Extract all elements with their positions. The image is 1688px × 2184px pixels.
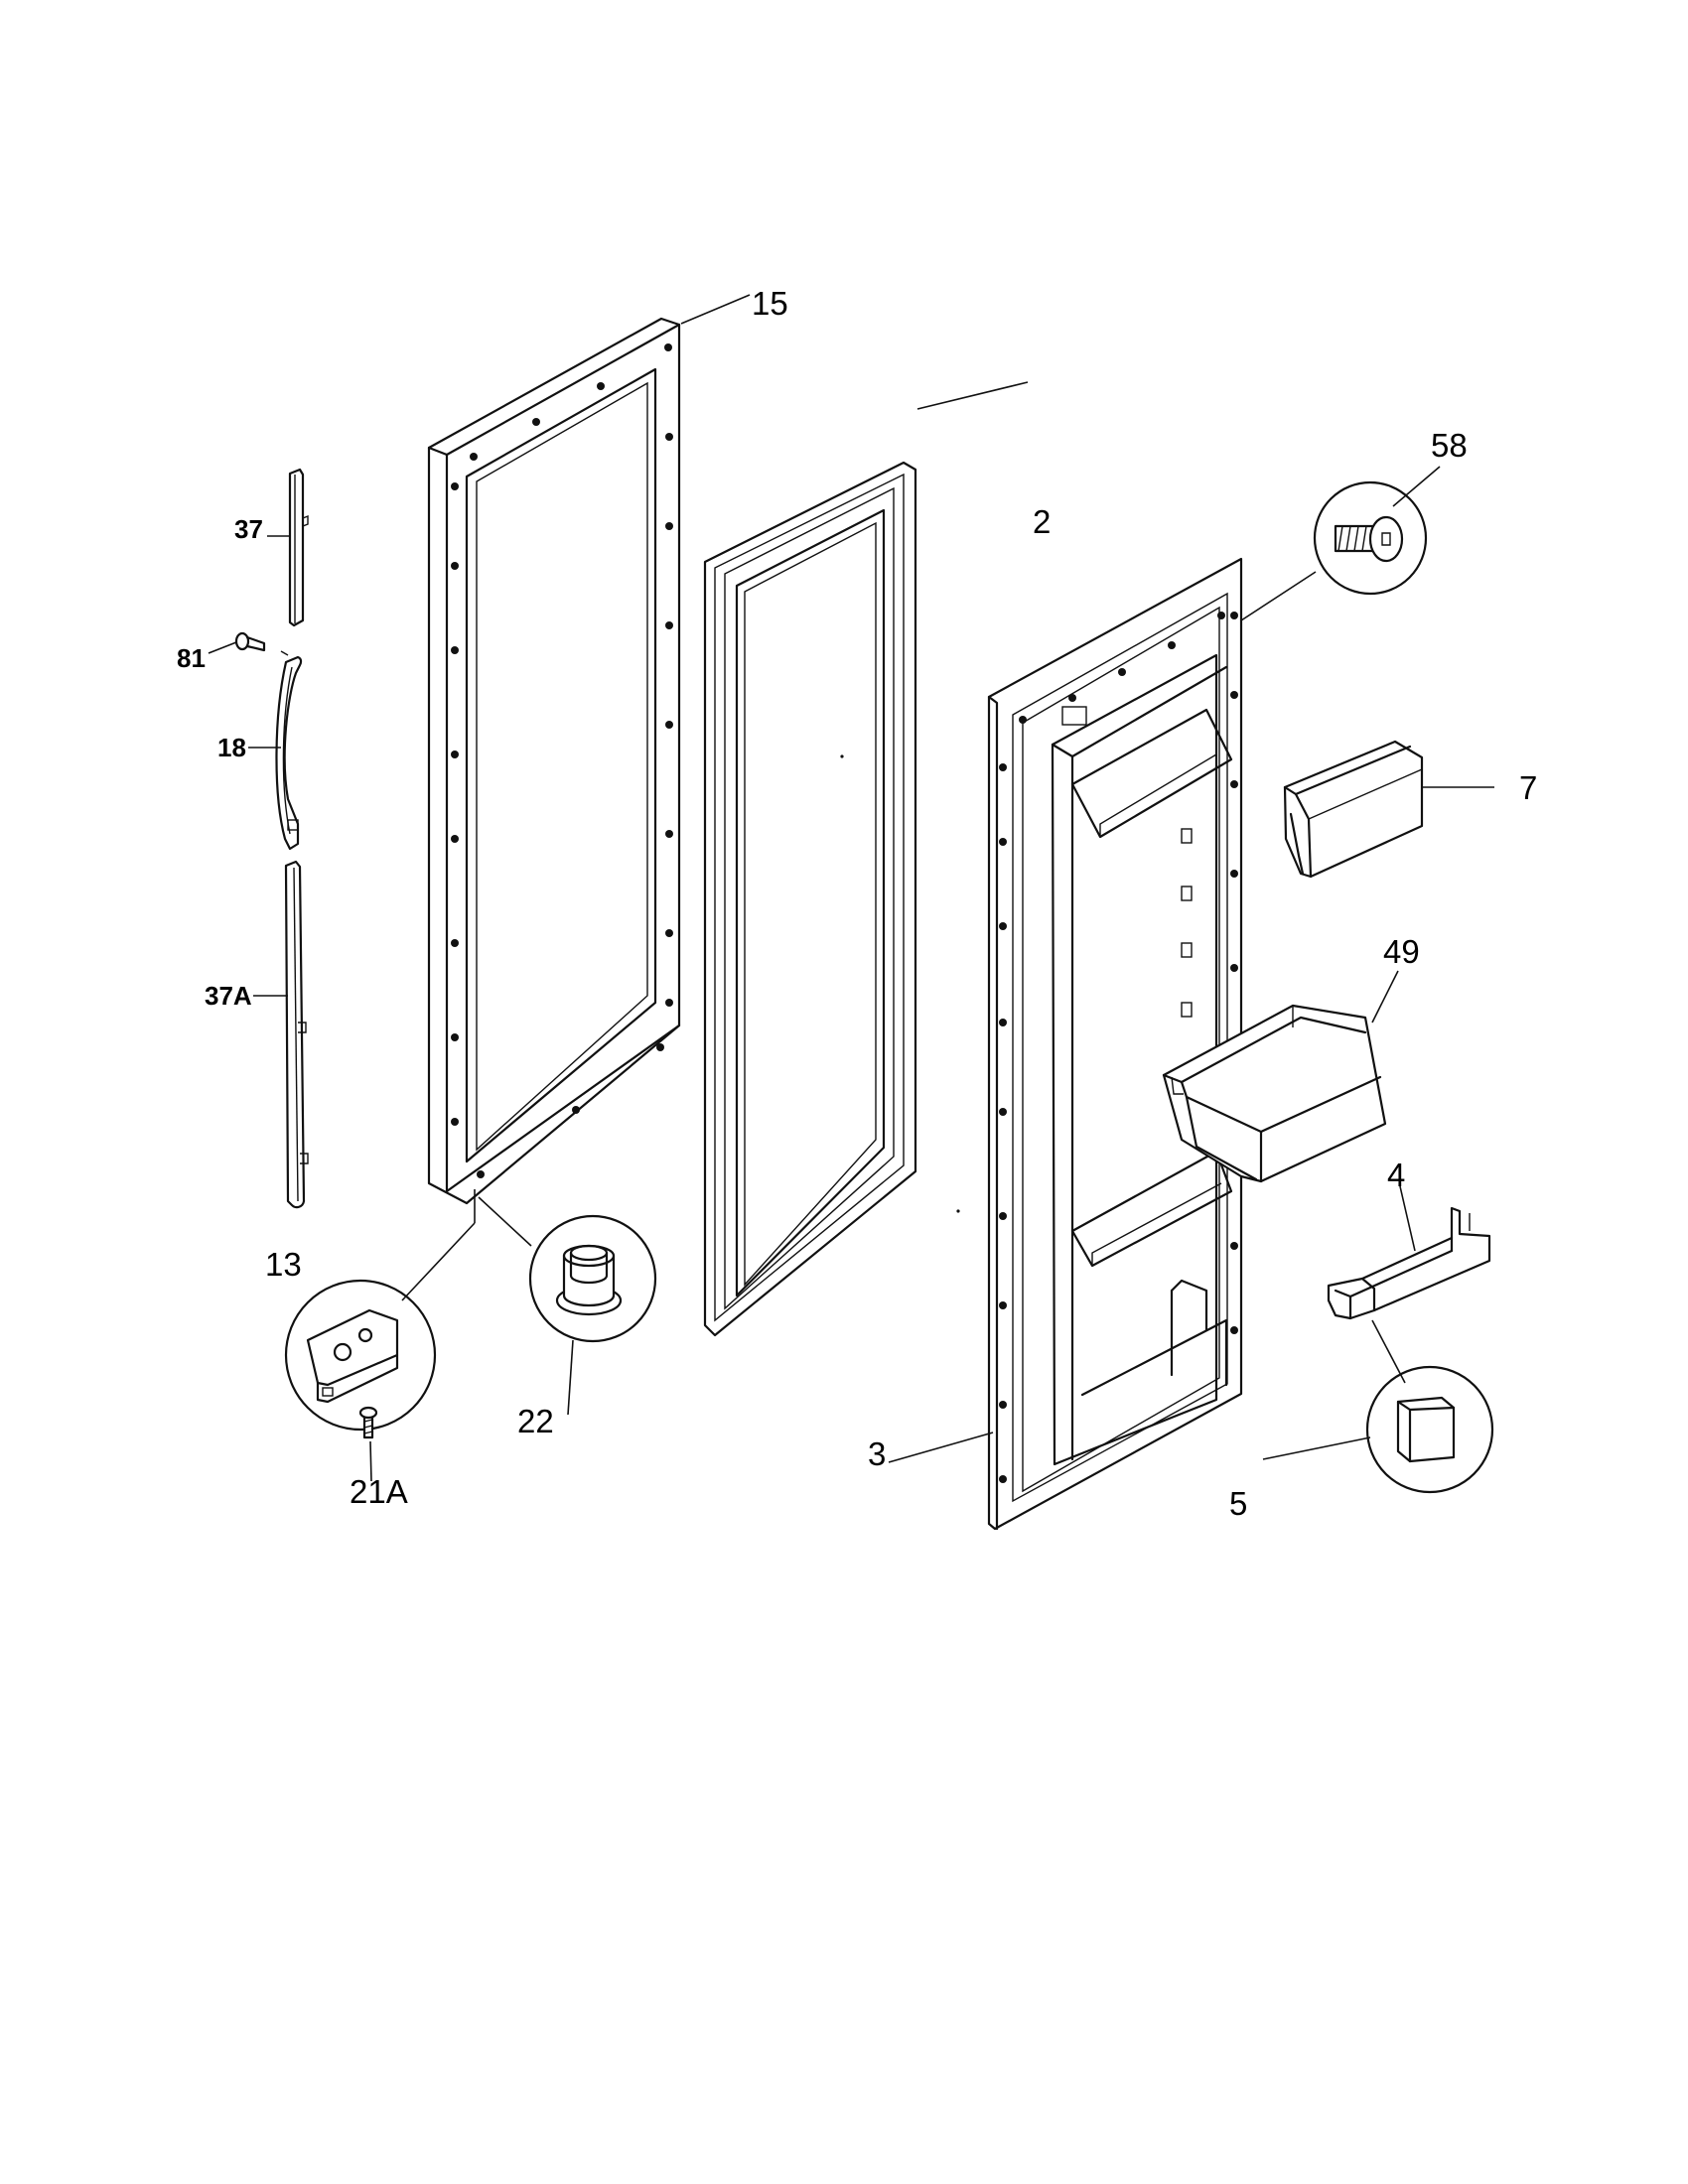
part-37-upper-trim [288, 468, 309, 627]
leader-lines [208, 294, 1494, 1482]
label-part-18: 18 [217, 733, 246, 762]
callout-labels: 15 2 58 7 49 4 5 3 22 13 21A 37 81 18 37… [177, 285, 1537, 1522]
label-part-58: 58 [1431, 427, 1468, 464]
label-part-5: 5 [1229, 1485, 1247, 1522]
part-58-screw-detail [1313, 480, 1428, 596]
label-part-3: 3 [868, 1435, 886, 1472]
part-2-door-gasket [703, 461, 917, 1337]
label-part-37: 37 [234, 514, 263, 544]
part-4-bin-retainer [1327, 1206, 1491, 1320]
part-49-door-bin [1162, 1004, 1387, 1183]
part-37a-lower-trim [284, 860, 309, 1209]
label-part-22: 22 [517, 1403, 554, 1439]
label-part-49: 49 [1383, 933, 1420, 970]
part-18-handle [275, 655, 303, 851]
part-22-bushing-detail [528, 1214, 657, 1343]
part-7-dairy-door [1283, 740, 1424, 879]
label-part-21a: 21A [350, 1473, 408, 1510]
label-part-7: 7 [1519, 769, 1537, 806]
label-part-4: 4 [1387, 1157, 1405, 1193]
part-81-screw [234, 631, 289, 656]
label-part-81: 81 [177, 643, 206, 673]
part-5-retainer-clip-detail [1365, 1365, 1494, 1494]
part-3-door-liner [987, 557, 1243, 1531]
label-part-13: 13 [265, 1246, 302, 1283]
label-part-2: 2 [1033, 503, 1051, 540]
part-13-hinge-detail [284, 1279, 437, 1439]
label-part-15: 15 [752, 285, 788, 322]
label-part-37a: 37A [205, 981, 252, 1011]
part-15-door-frame [427, 317, 681, 1205]
